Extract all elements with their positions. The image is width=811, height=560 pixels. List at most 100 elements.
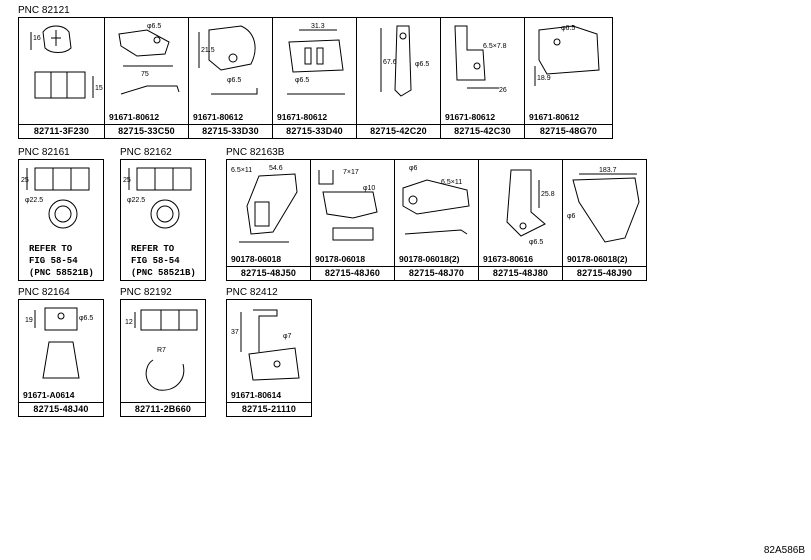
group-82163b: 6.5×11 54.6 90178-06018 82715-48J50 7×17… [226, 159, 647, 281]
dim-label: 19 [25, 317, 33, 324]
dim-label: 75 [141, 71, 149, 78]
dim-label: 26 [499, 87, 507, 94]
bolt-number: 91671-80614 [231, 390, 282, 400]
dim-label: 25 [123, 177, 131, 184]
refer-note: REFER TO [29, 244, 73, 254]
part-cell[interactable]: 12 R7 82711-2B660 [121, 300, 205, 416]
dim-label: 15 [95, 85, 103, 92]
group-82121: 16 15 82711-3F230 φ6.5 75 91671-80612 82… [18, 17, 613, 139]
part-illustration: 12 R7 [125, 309, 198, 391]
part-cell[interactable]: φ6.5 18.9 91671-80612 82715-48G70 [525, 18, 612, 138]
part-number: 82715-48J70 [395, 266, 478, 280]
part-cell[interactable]: 19 φ6.5 91671-A0614 82715-48J40 [19, 300, 103, 416]
part-illustration: 183.7 φ6 [567, 167, 640, 243]
bolt-number: 91671-80612 [529, 112, 580, 122]
dim-label: φ6.5 [227, 77, 241, 84]
part-illustration: 6.5×11 54.6 [231, 165, 298, 243]
dim-label: 16 [33, 35, 41, 42]
part-illustration: 6.5×7.8 26 [454, 25, 507, 94]
pnc-label: PNC 82121 [18, 5, 70, 16]
dim-label: 31.3 [311, 23, 325, 30]
diagram-code: 82A586B [763, 545, 805, 556]
dim-label: φ6.5 [561, 25, 575, 32]
part-number: 82715-42C30 [441, 124, 524, 138]
dim-label: 25.8 [541, 191, 555, 198]
part-cell[interactable]: 16 15 82711-3F230 [19, 18, 105, 138]
dim-label: φ6.5 [415, 61, 429, 68]
part-cell[interactable]: 7×17 φ10 90178-06018 82715-48J60 [311, 160, 395, 280]
bolt-number: 91671-80612 [109, 112, 160, 122]
dim-label: φ6.5 [529, 239, 543, 246]
part-cell[interactable]: 67.6 φ6.5 82715-42C20 [357, 18, 441, 138]
part-cell[interactable]: 25 φ22.5 REFER TO FIG 58-54 (PNC 58521B) [19, 160, 103, 280]
part-cell[interactable]: 31.3 φ6.5 91671-80612 82715-33D40 [273, 18, 357, 138]
group-82192: 12 R7 82711-2B660 [120, 299, 206, 417]
bolt-number: 90178-06018(2) [567, 254, 628, 264]
bolt-number: 91671-80612 [445, 112, 496, 122]
dim-label: 54.6 [269, 165, 283, 172]
part-number: 82715-33D30 [189, 124, 272, 138]
dim-label: 7×17 [343, 169, 359, 176]
part-number: 82715-48G70 [525, 124, 612, 138]
part-illustration: 16 15 [30, 25, 103, 99]
part-number: 82715-48J60 [311, 266, 394, 280]
bolt-number: 90178-06018 [231, 254, 282, 264]
part-number: 82715-48J80 [479, 266, 562, 280]
part-number: 82715-21110 [227, 402, 311, 416]
part-cell[interactable]: 6.5×11 54.6 90178-06018 82715-48J50 [227, 160, 311, 280]
refer-note: (PNC 58521B) [131, 268, 196, 278]
dim-label: 25 [21, 177, 29, 184]
dim-label: 21.5 [201, 47, 215, 54]
part-number: 82715-48J50 [227, 266, 310, 280]
part-illustration: φ6.5 75 [118, 23, 180, 95]
refer-note: REFER TO [131, 244, 175, 254]
dim-label: R7 [157, 347, 166, 354]
group-82162: 25 φ22.5 REFER TO FIG 58-54 (PNC 58521B) [120, 159, 206, 281]
dim-label: 183.7 [599, 167, 617, 174]
part-illustration: 25.8 φ6.5 [506, 169, 555, 246]
part-cell[interactable]: 25 φ22.5 REFER TO FIG 58-54 (PNC 58521B) [121, 160, 205, 280]
part-number: 82715-33D40 [273, 124, 356, 138]
part-illustration: 25 φ22.5 [21, 167, 90, 229]
dim-label: 6.5×7.8 [483, 43, 507, 50]
dim-label: φ6 [409, 165, 418, 172]
dim-label: φ10 [363, 185, 375, 192]
part-number: 82711-3F230 [19, 124, 104, 138]
bolt-number: 91671-A0614 [23, 390, 75, 400]
part-cell[interactable]: φ6.5 75 91671-80612 82715-33C50 [105, 18, 189, 138]
part-cell[interactable]: 183.7 φ6 90178-06018(2) 82715-48J90 [563, 160, 646, 280]
part-illustration: φ6.5 18.9 [534, 25, 600, 86]
dim-label: 12 [125, 319, 133, 326]
part-number: 82715-48J90 [563, 266, 646, 280]
part-illustration: φ6 6.5×11 [402, 165, 470, 235]
part-illustration: 31.3 φ6.5 [287, 23, 345, 95]
dim-label: φ22.5 [25, 197, 43, 204]
part-cell[interactable]: φ6 6.5×11 90178-06018(2) 82715-48J70 [395, 160, 479, 280]
group-82412: 37 φ7 91671-80614 82715-21110 [226, 299, 312, 417]
part-illustration: 67.6 φ6.5 [380, 25, 429, 97]
part-cell[interactable]: 37 φ7 91671-80614 82715-21110 [227, 300, 311, 416]
pnc-label: PNC 82164 [18, 287, 70, 298]
bolt-number: 91673-80616 [483, 254, 534, 264]
part-cell[interactable]: 25.8 φ6.5 91673-80616 82715-48J80 [479, 160, 563, 280]
dim-label: φ6.5 [295, 77, 309, 84]
pnc-label: PNC 82163B [226, 147, 285, 158]
part-cell[interactable]: 6.5×7.8 26 91671-80612 82715-42C30 [441, 18, 525, 138]
dim-label: 6.5×11 [231, 167, 252, 174]
bolt-number: 91671-80612 [193, 112, 244, 122]
refer-note: (PNC 58521B) [29, 268, 94, 278]
pnc-label: PNC 82161 [18, 147, 70, 158]
part-illustration: 7×17 φ10 [318, 169, 378, 241]
part-illustration: 25 φ22.5 [123, 167, 192, 229]
part-number: 82711-2B660 [121, 402, 205, 416]
bolt-number: 90178-06018 [315, 254, 366, 264]
part-number: 82715-42C20 [357, 124, 440, 138]
dim-label: 67.6 [383, 59, 397, 66]
bolt-number: 90178-06018(2) [399, 254, 460, 264]
group-82161: 25 φ22.5 REFER TO FIG 58-54 (PNC 58521B) [18, 159, 104, 281]
part-illustration: 37 φ7 [231, 309, 300, 381]
dim-label: 6.5×11 [441, 179, 462, 186]
part-cell[interactable]: 21.5 φ6.5 91671-80612 82715-33D30 [189, 18, 273, 138]
dim-label: 37 [231, 329, 239, 336]
dim-label: 18.9 [537, 75, 551, 82]
